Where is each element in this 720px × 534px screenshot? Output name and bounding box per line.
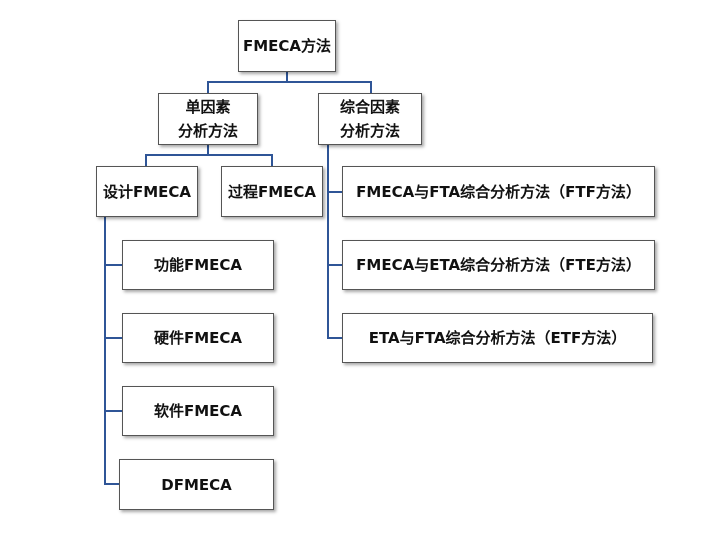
node-single-factor-analysis: 单因素 分析方法 — [158, 93, 258, 145]
node-eta-fta-combined: ETA与FTA综合分析方法（ETF方法） — [342, 313, 653, 363]
node-software-fmeca: 软件FMECA — [122, 386, 274, 436]
fmeca-eta-label: FMECA与ETA综合分析方法（FTE方法） — [356, 256, 641, 274]
single-factor-line2: 分析方法 — [177, 122, 238, 140]
eta-fta-label: ETA与FTA综合分析方法（ETF方法） — [368, 329, 627, 347]
fmeca-fta-label: FMECA与FTA综合分析方法（FTF方法） — [356, 182, 641, 201]
node-process-fmeca: 过程FMECA — [221, 166, 323, 217]
function-fmeca-label: 功能FMECA — [153, 256, 243, 274]
process-fmeca-label: 过程FMECA — [227, 182, 317, 201]
node-fmeca-fta-combined: FMECA与FTA综合分析方法（FTF方法） — [342, 166, 655, 217]
combined-factor-line2: 分析方法 — [339, 122, 400, 140]
design-fmeca-label: 设计FMECA — [102, 182, 192, 201]
software-fmeca-label: 软件FMECA — [153, 402, 243, 420]
hardware-fmeca-label: 硬件FMECA — [153, 329, 243, 347]
root-node-label: FMECA方法 — [242, 37, 332, 55]
root-node-fmeca-method: FMECA方法 — [238, 20, 336, 72]
single-factor-line1: 单因素 — [185, 98, 231, 116]
node-function-fmeca: 功能FMECA — [122, 240, 274, 290]
combined-factor-line1: 综合因素 — [339, 98, 400, 116]
node-combined-factor-analysis: 综合因素 分析方法 — [318, 93, 422, 145]
node-fmeca-eta-combined: FMECA与ETA综合分析方法（FTE方法） — [342, 240, 655, 290]
node-dfmeca: DFMECA — [119, 459, 274, 510]
node-design-fmeca: 设计FMECA — [96, 166, 198, 217]
dfmeca-label: DFMECA — [161, 475, 232, 494]
node-hardware-fmeca: 硬件FMECA — [122, 313, 274, 363]
